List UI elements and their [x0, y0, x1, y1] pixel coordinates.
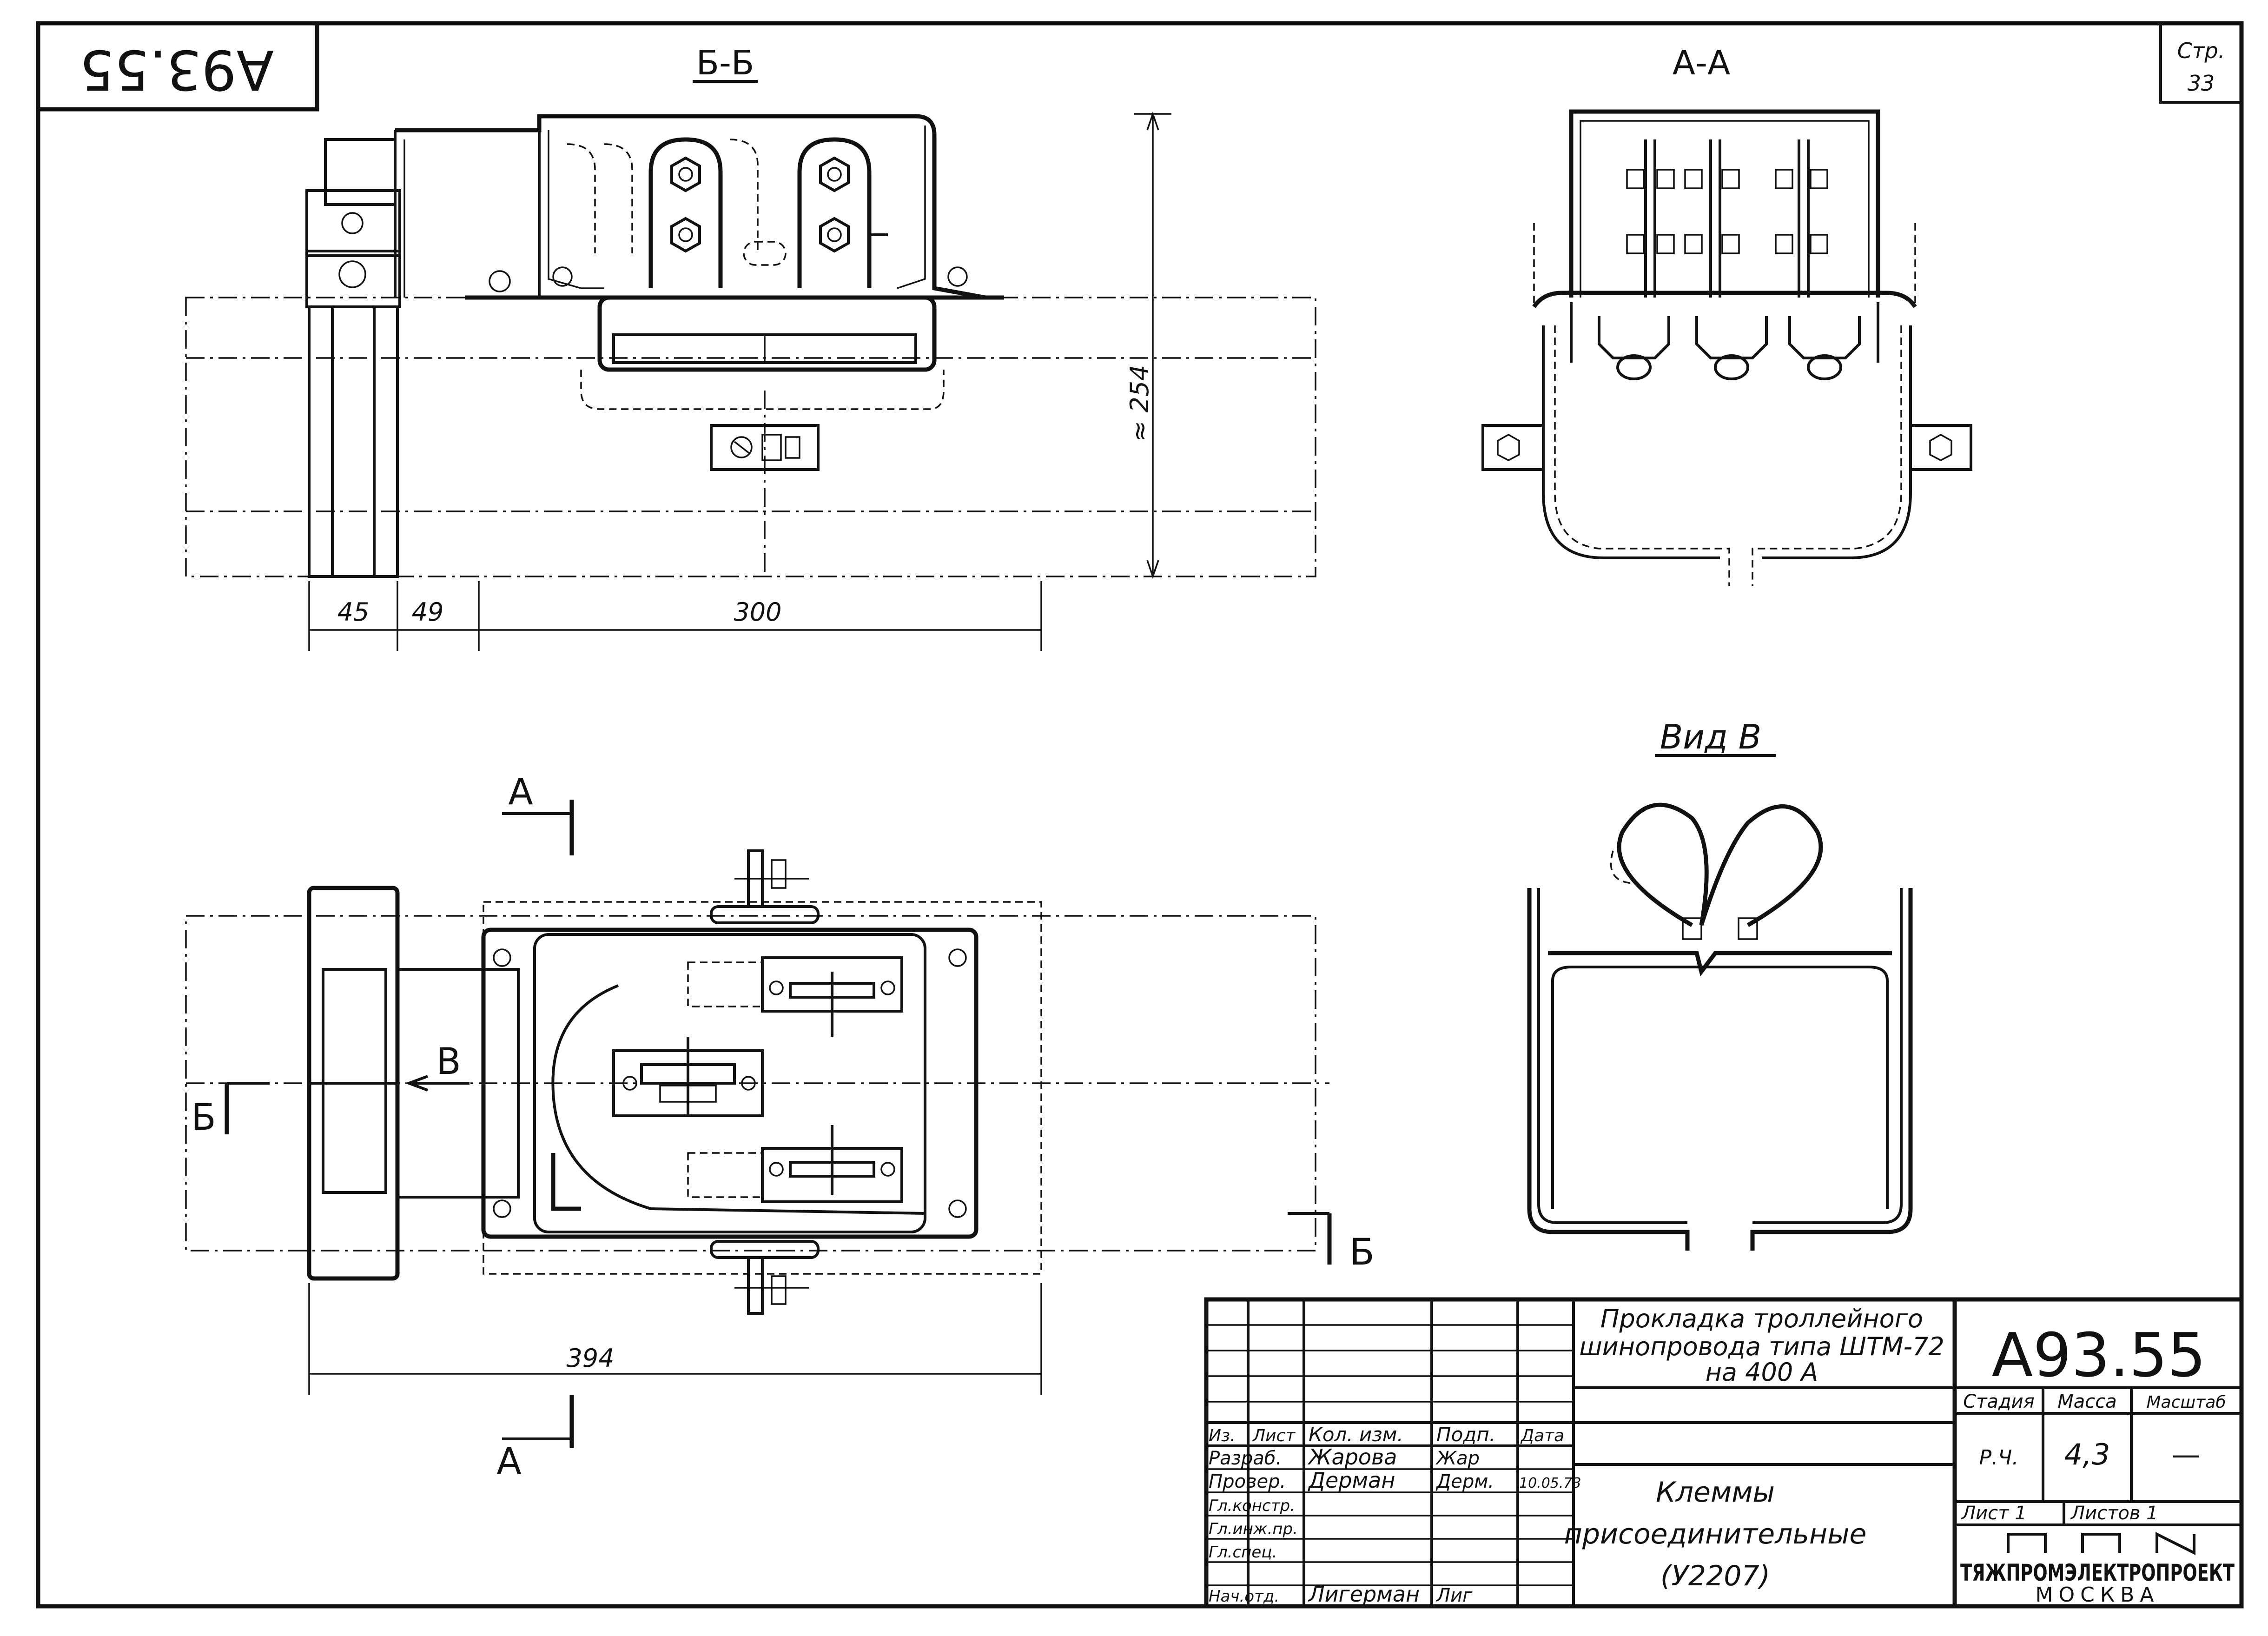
dim-300: 300: [734, 597, 781, 627]
svg-text:Гл.спец.: Гл.спец.: [1209, 1543, 1277, 1562]
tb-org-city: МОСКВА: [2036, 1583, 2160, 1607]
cut-marker-b-left: Б: [191, 1082, 270, 1139]
svg-text:Лигерман: Лигерман: [1308, 1582, 1420, 1607]
svg-text:Нач.отд.: Нач.отд.: [1209, 1587, 1279, 1606]
dim-45: 45: [337, 597, 370, 627]
tb-title-1: Прокладка троллейного: [1600, 1304, 1923, 1333]
svg-text:Лиг: Лиг: [1435, 1585, 1473, 1606]
cut-marker-a-top: А: [502, 771, 574, 855]
svg-text:В: В: [436, 1041, 461, 1083]
view-v: Вид В: [1527, 717, 1913, 1251]
terminal-lug-2: [797, 137, 888, 288]
tb-row-5: Гл.спец.: [1209, 1543, 1277, 1562]
tb-scale-label: Масштаб: [2146, 1393, 2226, 1412]
tb-subject-1: Клеммы: [1656, 1476, 1775, 1509]
mirrored-code-stamp: А93.55: [36, 21, 319, 112]
dim-394: 394: [566, 1344, 614, 1373]
section-bb-view: Б-Б: [185, 43, 1316, 651]
plan-terminal-middle: [612, 1037, 764, 1117]
tb-row-3: Гл.констр.: [1209, 1497, 1295, 1515]
svg-text:А: А: [508, 771, 533, 813]
tb-row-6: Нач.отд. Лигерман Лиг: [1209, 1582, 1473, 1607]
svg-text:Разраб.: Разраб.: [1209, 1448, 1282, 1469]
page-number: 33: [2188, 71, 2215, 96]
tb-code: А93.55: [1991, 1320, 2206, 1391]
tb-title-3: на 400 А: [1706, 1358, 1818, 1387]
plan-terminal-bottom: [687, 1125, 903, 1203]
tb-org-name: ТЯЖПРОМЭЛЕКТРОПРОЕКТ: [1960, 1559, 2235, 1586]
hdr-doc: Кол. изм.: [1309, 1423, 1403, 1446]
svg-text:Гл.констр.: Гл.констр.: [1209, 1497, 1295, 1515]
outer-frame: [36, 21, 2244, 1609]
tb-scale-value: —: [2172, 1437, 2201, 1471]
mirrored-code-text: А93.55: [79, 38, 274, 102]
cut-marker-a-bottom: А: [496, 1395, 574, 1483]
tb-mass-label: Масса: [2057, 1391, 2117, 1412]
section-aa-title: А-А: [1673, 43, 1731, 82]
svg-text:Гл.инж.пр.: Гл.инж.пр.: [1209, 1520, 1298, 1538]
plan-clamp-top: [710, 849, 820, 924]
tb-mass-value: 4,3: [2064, 1437, 2110, 1471]
section-aa-view: А-А: [1481, 43, 1972, 586]
svg-text:Б: Б: [1349, 1232, 1375, 1273]
tb-title-2: шинопровода типа ШТМ-72: [1579, 1332, 1944, 1361]
svg-text:Дерман: Дерман: [1308, 1468, 1395, 1493]
tb-subject-2: присоединительные: [1564, 1518, 1867, 1550]
tb-stage-label: Стадия: [1963, 1391, 2034, 1412]
aa-trolley-profiles: [1598, 316, 1861, 380]
aa-terminal-set: [1626, 139, 1828, 298]
terminal-lug-1: [648, 137, 723, 288]
org-logo: [2007, 1532, 2195, 1555]
tb-row-4: Гл.инж.пр.: [1209, 1520, 1298, 1538]
tb-stage-value: Р.Ч.: [1979, 1446, 2019, 1470]
tb-sheet: Лист 1: [1961, 1503, 2027, 1524]
tb-sheets: Листов 1: [2070, 1503, 2158, 1524]
title-block: Из. Лист Кол. изм. Подп. Дата Разраб. Жа…: [1204, 1297, 2244, 1609]
plan-view: А А Б Б В: [185, 771, 1375, 1483]
hdr-iz: Из.: [1209, 1426, 1236, 1445]
svg-text:Б: Б: [191, 1097, 216, 1139]
svg-text:Жарова: Жарова: [1307, 1444, 1397, 1470]
svg-text:Дерм.: Дерм.: [1435, 1471, 1494, 1492]
tb-row-1: Разраб. Жарова Жар: [1209, 1444, 1480, 1470]
section-bb-title: Б-Б: [696, 43, 754, 82]
plan-clamp-bottom: [710, 1240, 820, 1315]
plan-terminal-top: [687, 956, 903, 1037]
tb-subject-3: (У2207): [1660, 1560, 1770, 1592]
hdr-date: Дата: [1520, 1426, 1564, 1445]
dim-49: 49: [412, 597, 444, 627]
svg-text:Провер.: Провер.: [1209, 1471, 1286, 1492]
hdr-sign: Подп.: [1436, 1423, 1495, 1446]
page-label: Стр.: [2177, 38, 2225, 63]
svg-text:Жар: Жар: [1435, 1448, 1480, 1469]
svg-text:А: А: [496, 1441, 521, 1483]
hdr-list: Лист: [1252, 1426, 1296, 1445]
view-v-title: Вид В: [1660, 717, 1761, 756]
page-number-box: Стр. 33: [2159, 22, 2243, 104]
tb-row-2: Провер. Дерман Дерм. 10.05.73: [1209, 1468, 1581, 1493]
cut-marker-b-right: Б: [1288, 1212, 1375, 1273]
dim-254: ≈ 254: [1125, 365, 1154, 442]
svg-text:10.05.73: 10.05.73: [1519, 1475, 1581, 1491]
